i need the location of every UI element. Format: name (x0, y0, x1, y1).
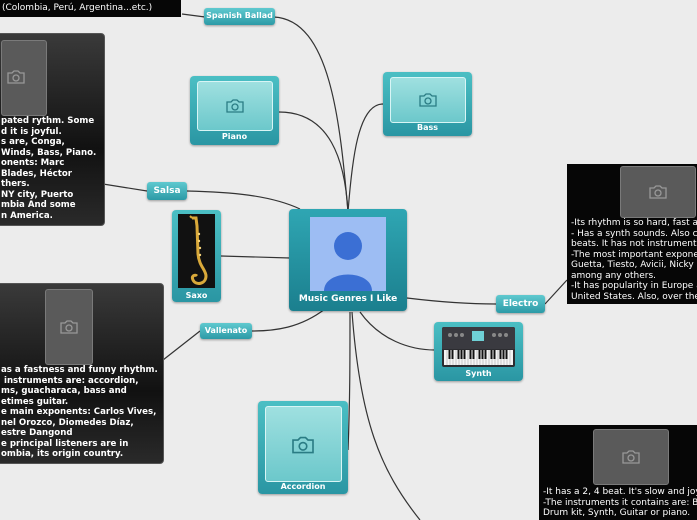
node-electro[interactable]: Electro (496, 295, 545, 313)
note-vallenato-line-1: as a fastness and funny rhythm. (1, 365, 158, 375)
connector-salsa (186, 190, 301, 210)
connector-salsa-note (102, 183, 148, 192)
connector-saxo (220, 255, 291, 259)
note-electro: -Its rhythm is so hard, fast ar - Has a … (567, 164, 697, 304)
note-top-left-text: (Colombia, Perú, Argentina...etc.) (2, 3, 153, 13)
note-vallenato-line-5: e main exponents: Carlos Vives, (1, 407, 157, 417)
note-bottom-right-photo (593, 429, 669, 485)
note-salsa-line-6: Blades, Héctor (1, 168, 73, 179)
note-electro-line-7: -It has popularity in Europe a (571, 281, 697, 291)
camera-icon (419, 93, 437, 107)
note-salsa-line-5: onents: Marc (1, 158, 65, 168)
note-vallenato-line-2: instruments are: accordion, (1, 375, 139, 386)
note-bottom-right-line-1: -It has a 2, 4 beat. It's slow and joy (543, 487, 697, 497)
central-topic[interactable]: Music Genres I Like (289, 209, 407, 311)
note-electro-line-3: beats. It has not instruments (571, 239, 697, 249)
node-saxo-label: Saxo (185, 291, 208, 300)
node-spanish-ballad[interactable]: Spanish Ballad (204, 8, 275, 25)
note-vallenato-line-6: nel Orozco, Diomedes Díaz, (1, 417, 134, 428)
node-synth-label: Synth (465, 369, 492, 378)
note-salsa-line-3: s are, Conga, (1, 137, 65, 147)
node-salsa-label: Salsa (153, 186, 181, 196)
note-salsa-line-1: pated rythm. Some (1, 116, 95, 126)
connector-vallenato-note (162, 330, 201, 361)
note-top-left: (Colombia, Perú, Argentina...etc.) (0, 0, 181, 17)
central-topic-label: Music Genres I Like (298, 294, 398, 304)
note-vallenato-line-3: ms, guacharaca, bass and (1, 386, 127, 396)
connector-bass (347, 103, 384, 213)
synthesizer-image (442, 327, 515, 367)
node-accordion-image (265, 406, 342, 482)
node-synth[interactable]: Synth (434, 322, 523, 381)
node-bass[interactable]: Bass (383, 72, 472, 136)
note-salsa-line-2: d it is joyful. (1, 126, 62, 137)
connector-electro (406, 297, 497, 305)
connector-piano (278, 111, 349, 213)
connector-spanish-ballad (273, 16, 349, 213)
note-salsa-line-4: Winds, Bass, Piano. (1, 147, 97, 158)
note-electro-line-6: among any others. (571, 270, 656, 281)
node-bass-image (390, 77, 466, 123)
node-accordion-label: Accordion (280, 482, 326, 491)
note-salsa-line-9: mbia And some (1, 200, 76, 210)
note-salsa: pated rythm. Some d it is joyful. s are,… (0, 33, 105, 226)
camera-icon (226, 99, 244, 113)
node-piano-label: Piano (221, 132, 248, 141)
note-salsa-photo (1, 40, 47, 116)
note-salsa-line-10: n America. (1, 210, 53, 221)
note-salsa-line-8: NY city, Puerto (1, 189, 74, 200)
note-electro-line-5: Guetta, Tiesto, Avicii, Nicky R (571, 260, 697, 270)
note-vallenato-photo (45, 289, 93, 365)
note-vallenato-line-9: ombia, its origin country. (1, 449, 124, 459)
node-spanish-ballad-label: Spanish Ballad (206, 11, 273, 20)
note-electro-line-2: - Has a synth sounds. Also co (571, 228, 697, 239)
node-accordion[interactable]: Accordion (258, 401, 348, 494)
node-vallenato[interactable]: Vallenato (200, 323, 252, 339)
note-salsa-line-7: thers. (1, 179, 30, 189)
note-bottom-right-line-3: Drum kit, Synth, Guitar or piano. (543, 508, 691, 518)
node-bass-label: Bass (416, 123, 439, 132)
node-vallenato-label: Vallenato (204, 326, 248, 335)
node-piano[interactable]: Piano (190, 76, 279, 145)
note-electro-line-1: -Its rhythm is so hard, fast ar (571, 218, 697, 228)
node-saxo[interactable]: Saxo (172, 210, 221, 302)
node-piano-image (197, 81, 273, 131)
note-bottom-right: -It has a 2, 4 beat. It's slow and joy -… (539, 425, 697, 520)
saxophone-image (178, 214, 215, 288)
note-vallenato-line-4: etimes guitar. (1, 396, 69, 407)
note-bottom-right-line-2: -The instruments it contains are: Ba (543, 497, 697, 508)
note-electro-photo (620, 166, 696, 218)
node-electro-label: Electro (502, 299, 539, 309)
connector-bottom (351, 311, 421, 520)
connector-synth (359, 311, 436, 351)
note-electro-line-8: United States. Also, over the (571, 291, 697, 302)
camera-icon (622, 450, 640, 464)
node-salsa[interactable]: Salsa (147, 182, 187, 200)
note-electro-line-4: -The most important exponen (571, 249, 697, 260)
note-vallenato-line-8: e principal listeners are in (1, 438, 129, 449)
connector-vallenato (251, 308, 326, 332)
camera-icon (649, 185, 667, 199)
camera-icon (292, 436, 314, 454)
camera-icon (7, 70, 25, 84)
connector-top-left-note (181, 13, 206, 18)
note-vallenato: as a fastness and funny rhythm. instrume… (0, 283, 164, 464)
connector-accordion (347, 311, 351, 451)
connector-electro-note (544, 279, 568, 305)
person-avatar-icon (310, 217, 386, 291)
note-vallenato-line-7: estre Dangond (1, 428, 73, 438)
camera-icon (60, 320, 78, 334)
